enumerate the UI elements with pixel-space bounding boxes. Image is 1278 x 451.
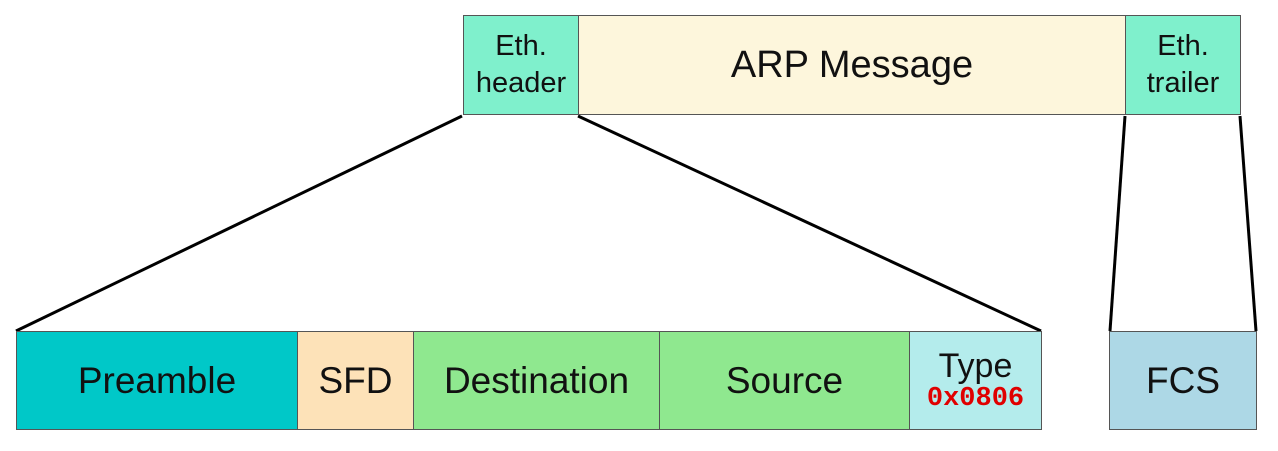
header-expansion-line-right xyxy=(577,114,1042,333)
type-label: Type xyxy=(938,346,1013,385)
fcs-field: FCS xyxy=(1109,331,1257,430)
header-expansion-line-left xyxy=(15,114,463,333)
type-field: Type 0x0806 xyxy=(909,331,1042,430)
arp-message-box: ARP Message xyxy=(578,15,1126,115)
sfd-field: SFD xyxy=(297,331,414,430)
preamble-field: Preamble xyxy=(16,331,298,430)
eth-trailer-box: Eth. trailer xyxy=(1125,15,1241,115)
destination-field: Destination xyxy=(413,331,660,430)
trailer-expansion-line-right xyxy=(1238,115,1258,332)
trailer-expansion-line-left xyxy=(1108,115,1127,332)
type-value: 0x0806 xyxy=(926,383,1025,414)
eth-header-box: Eth. header xyxy=(463,15,579,115)
source-field: Source xyxy=(659,331,910,430)
